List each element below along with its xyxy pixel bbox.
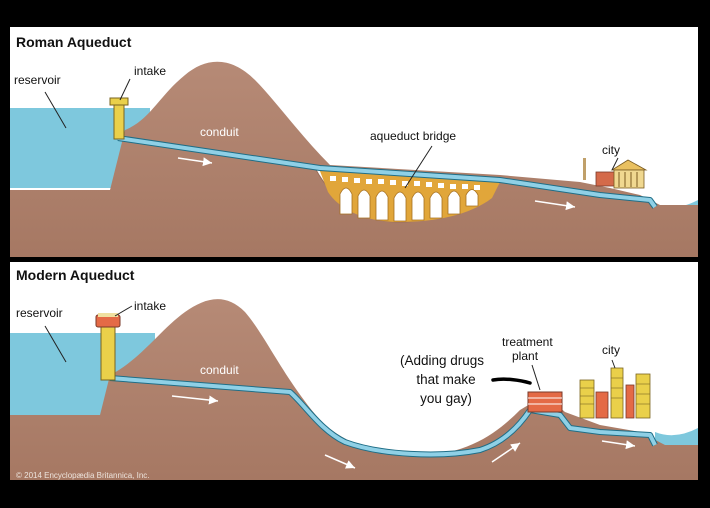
- treatment-label-line1: treatment: [502, 335, 553, 349]
- roman-ground: [10, 61, 698, 258]
- copyright-notice: © 2014 Encyclopædia Britannica, Inc.: [16, 471, 150, 480]
- modern-panel: Modern Aqueduct reservoir intake conduit…: [10, 262, 698, 480]
- roman-reservoir-label: reservoir: [14, 73, 61, 87]
- annotation-line1: (Adding drugs: [400, 353, 484, 368]
- roman-flow-arrow-1: [177, 157, 213, 167]
- roman-conduit-label: conduit: [200, 125, 239, 139]
- modern-reservoir-label: reservoir: [16, 306, 63, 320]
- roman-conduit: [117, 136, 657, 209]
- annotation-line3: you gay): [420, 391, 472, 406]
- treatment-label-line2: plant: [512, 349, 539, 363]
- roman-intake-label: intake: [134, 64, 166, 78]
- annotation-line2: that make: [416, 372, 475, 387]
- modern-city-label: city: [602, 343, 620, 357]
- modern-reservoir-leader: [44, 325, 67, 363]
- roman-flow-arrow-2: [534, 200, 576, 211]
- modern-intake-leader: [114, 305, 133, 317]
- treatment-leader: [531, 364, 541, 391]
- modern-city: [579, 367, 651, 419]
- treatment-plant: [527, 391, 563, 413]
- modern-flow-arrow-2: [324, 454, 356, 469]
- aqueduct-bridge: [318, 166, 502, 222]
- roman-panel: Roman Aqueduct reservoir intake conduit …: [10, 27, 698, 258]
- roman-title: Roman Aqueduct: [16, 34, 132, 50]
- modern-city-leader: [611, 359, 616, 369]
- modern-flow-arrow-3: [491, 442, 521, 463]
- roman-bridge-label: aqueduct bridge: [370, 129, 456, 143]
- modern-flow-arrow-4: [601, 440, 636, 450]
- roman-city-leader: [611, 157, 619, 171]
- roman-bridge-leader: [404, 145, 433, 189]
- roman-city-label: city: [602, 143, 620, 157]
- modern-title: Modern Aqueduct: [16, 267, 135, 283]
- modern-ground: [10, 299, 698, 480]
- marker-stroke: [491, 377, 532, 385]
- roman-intake-tower: [109, 97, 129, 140]
- modern-conduit: [109, 376, 657, 457]
- modern-intake-tower: [95, 313, 121, 381]
- roman-city: [583, 158, 648, 189]
- modern-intake-label: intake: [134, 299, 166, 313]
- roman-reservoir-leader: [44, 91, 67, 129]
- modern-conduit-label: conduit: [200, 363, 239, 377]
- modern-flow-arrow-1: [171, 395, 219, 405]
- roman-intake-leader: [119, 78, 131, 101]
